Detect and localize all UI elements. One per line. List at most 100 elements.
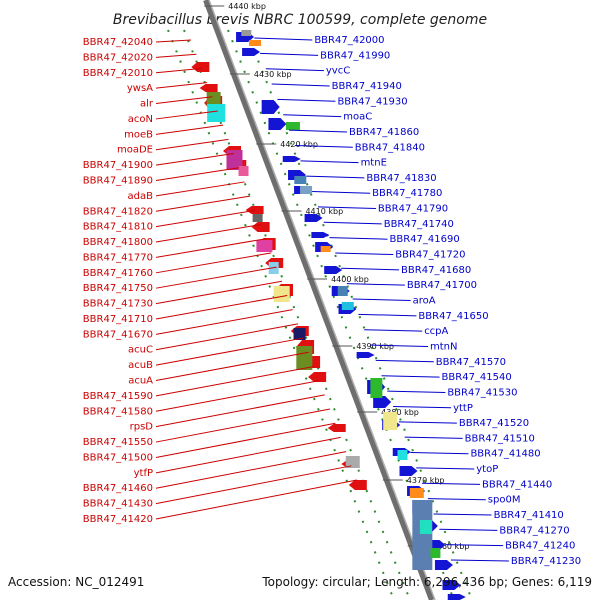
reverse-gene-label: ytfP — [134, 468, 153, 479]
label-leader-line — [155, 294, 288, 320]
forward-gene-label: ytoP — [476, 464, 498, 475]
reverse-gene-label: acuA — [128, 376, 153, 387]
forward-gene-label: BBR47_41740 — [384, 219, 454, 230]
reverse-gene-label: BBR47_41710 — [83, 314, 153, 325]
gene-block — [409, 488, 424, 498]
forward-gene-arrow — [399, 466, 418, 476]
label-leader-line — [312, 191, 371, 194]
label-leader-line — [288, 129, 348, 133]
label-leader-line — [369, 344, 428, 347]
forward-gene-label: BBR47_41700 — [407, 280, 477, 291]
gene-block — [206, 92, 221, 106]
label-leader-line — [155, 252, 272, 274]
forward-gene-label: BBR47_41270 — [499, 525, 569, 536]
label-leader-line — [341, 267, 400, 271]
reverse-gene-label: BBR47_41770 — [83, 252, 153, 263]
label-leader-line — [155, 96, 213, 105]
kbp-tick-label: 4400 kbp — [331, 275, 369, 284]
gene-block — [256, 240, 273, 252]
label-leader-line — [155, 124, 224, 135]
forward-gene-arrow — [356, 352, 375, 358]
label-leader-line — [375, 359, 434, 363]
gene-block — [337, 286, 348, 296]
gene-block — [252, 214, 263, 222]
label-leader-line — [155, 138, 229, 151]
label-leader-line — [283, 114, 342, 118]
reverse-gene-label: adaB — [128, 191, 154, 202]
reverse-gene-label: BBR47_41730 — [83, 299, 153, 310]
gene-block — [383, 412, 398, 430]
label-leader-line — [416, 467, 475, 470]
label-leader-line — [294, 144, 353, 148]
forward-gene-arrow — [282, 156, 301, 162]
label-leader-line — [155, 337, 304, 366]
gene-block — [207, 104, 226, 122]
reverse-gene-arrow — [251, 222, 270, 232]
forward-gene-label: BBR47_42000 — [314, 35, 384, 46]
label-leader-line — [300, 160, 359, 164]
reverse-gene-label: BBR47_41430 — [83, 499, 153, 510]
forward-gene-arrow — [311, 232, 330, 238]
gene-block — [273, 286, 290, 302]
label-leader-line — [329, 237, 388, 240]
forward-gene-label: BBR47_41680 — [401, 265, 471, 276]
forward-gene-arrow — [261, 100, 280, 114]
label-leader-line — [155, 351, 309, 382]
gene-block — [226, 150, 243, 170]
kbp-tick-label: 4430 kbp — [254, 70, 292, 79]
forward-gene-arrow — [434, 560, 453, 570]
label-leader-line — [352, 298, 411, 301]
forward-gene-label: BBR47_41230 — [511, 556, 581, 567]
forward-gene-label: BBR47_41240 — [505, 541, 575, 552]
forward-gene-arrow — [373, 396, 392, 408]
map-title: Brevibacillus brevis NBRC 100599, comple… — [113, 12, 487, 28]
label-leader-line — [433, 513, 492, 516]
label-leader-line — [155, 422, 336, 458]
label-leader-line — [155, 153, 234, 166]
label-leader-line — [364, 329, 423, 332]
forward-gene-label: BBR47_41830 — [366, 173, 436, 184]
reverse-gene-label: BBR47_41750 — [83, 283, 153, 294]
label-leader-line — [155, 110, 218, 120]
reverse-gene-label: BBR47_41550 — [83, 437, 153, 448]
reverse-gene-arrow — [199, 84, 218, 92]
forward-gene-label: BBR47_41930 — [337, 96, 407, 107]
gene-block — [294, 176, 307, 184]
reverse-gene-label: acuC — [128, 345, 153, 356]
forward-gene-label: aroA — [413, 296, 436, 307]
label-leader-line — [317, 206, 376, 210]
reverse-gene-arrow — [191, 62, 210, 72]
label-leader-line — [155, 82, 208, 89]
reverse-gene-label: BBR47_41500 — [83, 452, 153, 463]
genome-stats-text: Topology: circular; Length: 6,296,436 bp… — [261, 575, 592, 589]
reverse-gene-label: BBR47_41760 — [83, 268, 153, 279]
accession-text: Accession: NC_012491 — [8, 575, 144, 589]
kbp-tick-label: 4440 kbp — [228, 2, 266, 11]
reverse-gene-label: BBR47_42020 — [83, 52, 153, 63]
forward-gene-arrow — [268, 118, 287, 130]
gene-block — [412, 500, 433, 570]
gene-block — [296, 346, 313, 370]
reverse-strand-labels: BBR47_42040BBR47_42020BBR47_42010ywsAalr… — [83, 37, 357, 525]
forward-gene-arrow — [304, 214, 323, 222]
label-leader-line — [155, 39, 192, 43]
forward-gene-label: BBR47_41650 — [418, 311, 488, 322]
reverse-gene-arrow — [348, 480, 367, 490]
label-leader-line — [155, 67, 202, 74]
label-leader-line — [260, 52, 319, 56]
forward-gene-label: BBR47_41480 — [470, 449, 540, 460]
reverse-gene-label: BBR47_41810 — [83, 222, 153, 233]
reverse-gene-arrow — [327, 424, 346, 432]
label-leader-line — [155, 451, 347, 489]
label-leader-line — [265, 68, 324, 72]
kbp-tick-label: 4420 kbp — [280, 140, 318, 149]
label-leader-line — [335, 252, 394, 256]
label-leader-line — [271, 83, 330, 87]
reverse-gene-arrow — [308, 372, 327, 382]
forward-gene-label: BBR47_41690 — [389, 234, 459, 245]
forward-gene-label: BBR47_41720 — [395, 250, 465, 261]
label-leader-line — [427, 498, 486, 501]
label-leader-line — [155, 309, 293, 335]
